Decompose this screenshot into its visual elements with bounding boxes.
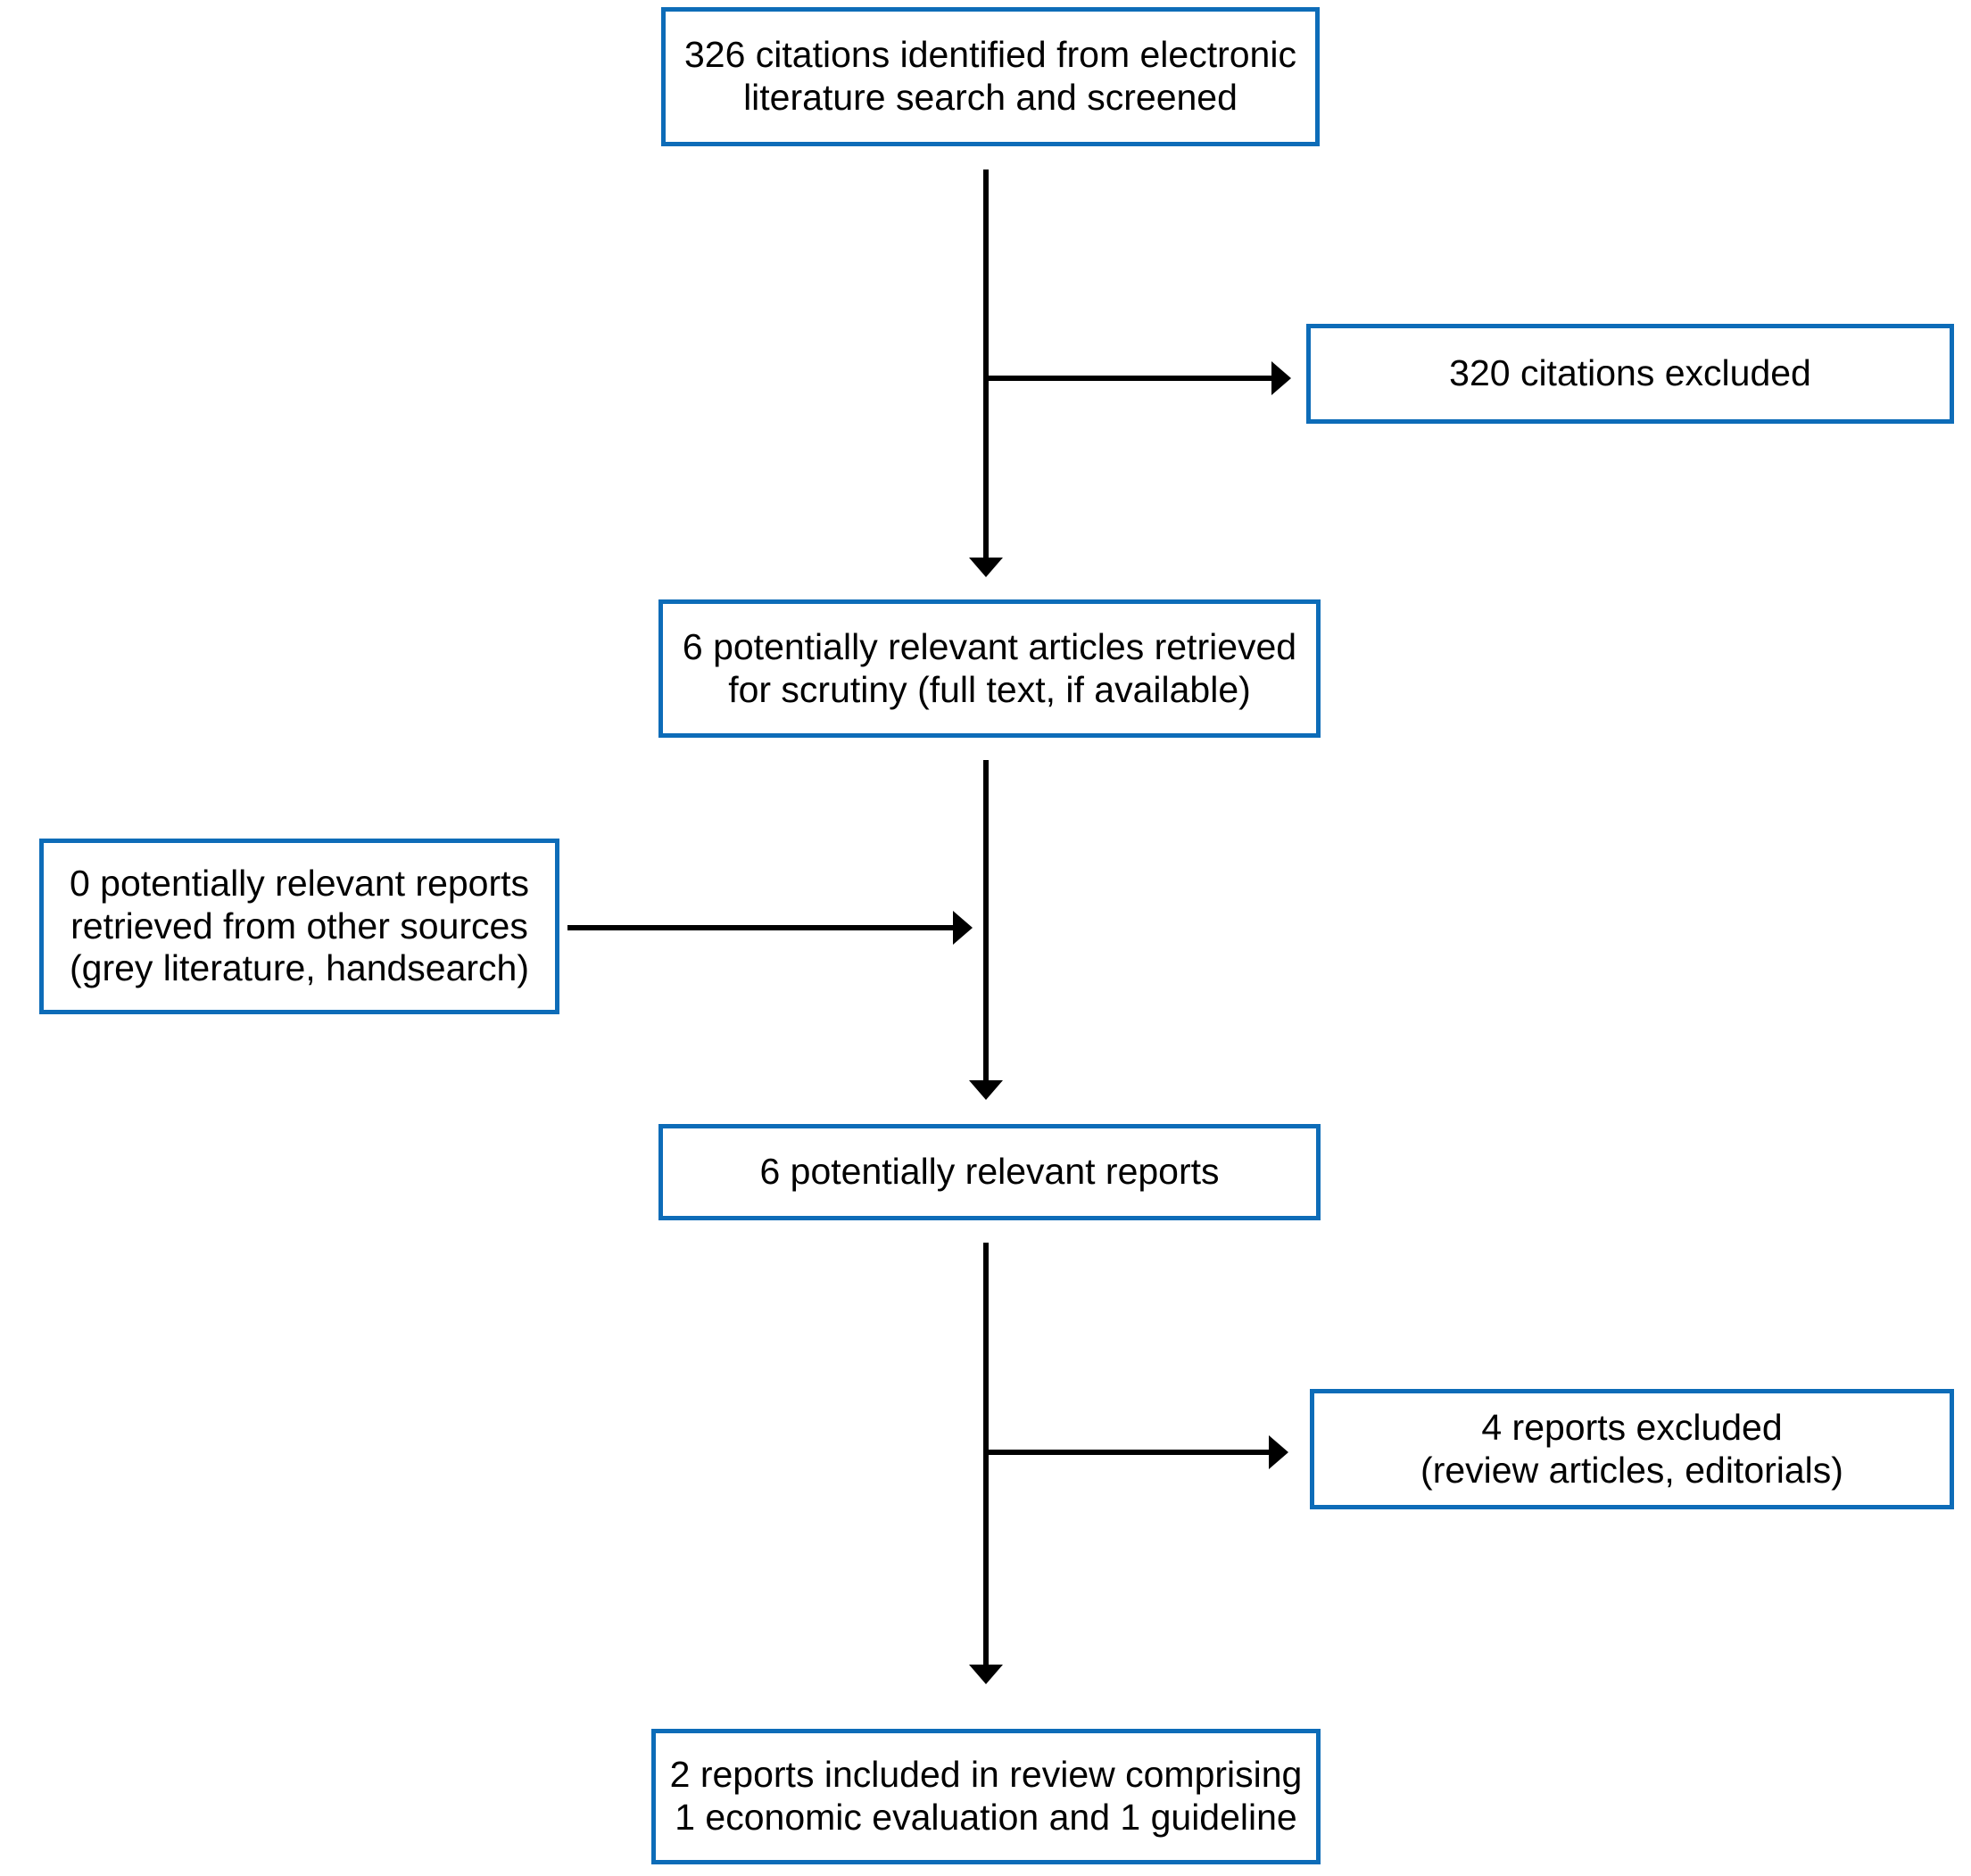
arrow-retrieved-to-reports — [969, 760, 1003, 1100]
node-citations-excluded: 320 citations excluded — [1306, 324, 1954, 424]
node-articles-retrieved: 6 potentially relevant articles retrieve… — [658, 599, 1321, 738]
node-relevant-reports: 6 potentially relevant reports — [658, 1124, 1321, 1220]
arrow-reports-to-included — [969, 1243, 1003, 1684]
node-other-sources: 0 potentially relevant reports retrieved… — [39, 839, 559, 1014]
arrow-other-sources-join — [567, 911, 973, 945]
node-citations-screened: 326 citations identified from electronic… — [661, 7, 1320, 146]
arrow-branch-reports-excluded — [986, 1435, 1288, 1469]
node-reports-excluded: 4 reports excluded (review articles, edi… — [1310, 1389, 1954, 1509]
arrow-branch-citations-excluded — [986, 361, 1291, 395]
node-reports-included: 2 reports included in review comprising … — [651, 1729, 1321, 1864]
arrow-screened-to-retrieved — [969, 169, 1003, 577]
